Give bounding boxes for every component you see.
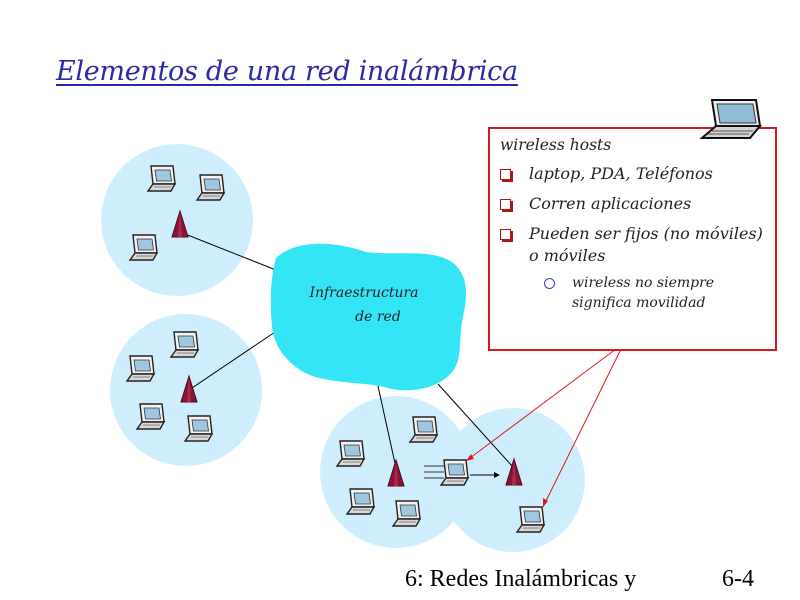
checkbox-bullet-icon: [500, 229, 511, 240]
laptop-icon: [346, 488, 375, 515]
callout-bullet: Corren aplicaciones: [498, 193, 768, 215]
laptop-icon: [136, 403, 165, 430]
callout-sub-bullet: wireless no siempre significa movilidad: [498, 273, 768, 313]
network-infrastructure-cloud: [270, 243, 467, 391]
laptop-icon: [147, 165, 176, 192]
laptop-icon: [170, 331, 199, 358]
mobile-laptop-icon: [440, 459, 469, 486]
laptop-icon: [392, 500, 421, 527]
laptop-icon: [126, 355, 155, 382]
footer-page-number: 6-4: [722, 566, 754, 592]
callout-bullet: Pueden ser fijos (no móviles) o móviles: [498, 223, 768, 267]
wired-link: [377, 385, 397, 469]
callout-bullet-list: laptop, PDA, Teléfonos Corren aplicacion…: [498, 163, 768, 321]
network-label-line-2: de red: [355, 309, 401, 325]
callout-bullet: laptop, PDA, Teléfonos: [498, 163, 768, 185]
laptop-icon: [196, 174, 225, 201]
laptop-illustration-icon: [699, 99, 763, 139]
laptop-icon: [184, 415, 213, 442]
wired-link: [179, 231, 287, 275]
wired-link: [188, 329, 279, 391]
callout-pointer: [542, 342, 625, 508]
wired-link: [437, 383, 513, 467]
callout-heading: wireless hosts: [500, 136, 612, 154]
slide-title: Elementos de una red inalámbrica: [56, 56, 518, 87]
callout-pointer: [465, 342, 625, 462]
wireless-hosts-callout: wireless hosts laptop, PDA, Teléfonos Co…: [488, 127, 777, 351]
network-label-line-1: Infraestructura: [308, 285, 418, 301]
circle-bullet-icon: [544, 278, 555, 289]
checkbox-bullet-icon: [500, 199, 511, 210]
checkbox-bullet-icon: [500, 169, 511, 180]
laptop-icon: [129, 234, 158, 261]
laptop-icon: [409, 416, 438, 443]
laptop-icon: [516, 506, 545, 533]
motion-lines: [424, 465, 444, 479]
footer-chapter: 6: Redes Inalámbricas y: [405, 566, 637, 592]
laptop-icon: [336, 440, 365, 467]
